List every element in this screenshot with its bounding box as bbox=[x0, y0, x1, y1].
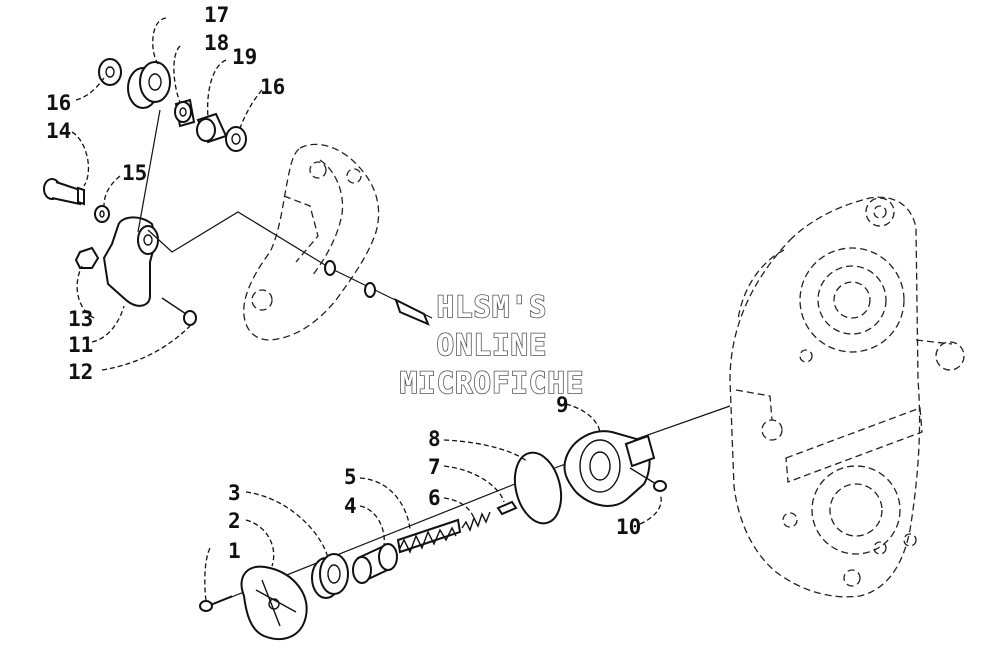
spring-6 bbox=[461, 511, 491, 532]
pin-upper bbox=[364, 282, 376, 298]
bolt-14 bbox=[43, 178, 85, 206]
watermark-line-3: MICROFICHE bbox=[400, 366, 585, 400]
dowel-upper bbox=[324, 260, 336, 276]
callout-12: 12 bbox=[68, 360, 93, 384]
bushing-18 bbox=[174, 98, 196, 128]
callout-9: 9 bbox=[556, 393, 569, 417]
sleeve-19 bbox=[196, 112, 228, 144]
roller-3 bbox=[311, 553, 349, 599]
chaincase-housing-left bbox=[243, 143, 380, 341]
bolt-10 bbox=[629, 467, 667, 492]
assembly-axis-upper bbox=[147, 211, 433, 319]
cap-2 bbox=[240, 565, 308, 641]
lock-washer-15 bbox=[94, 205, 110, 223]
plunger-4 bbox=[352, 543, 398, 584]
bolt-12 bbox=[161, 297, 197, 326]
callout-17: 17 bbox=[204, 3, 229, 27]
callout-7: 7 bbox=[428, 455, 441, 479]
callout-2: 2 bbox=[228, 509, 241, 533]
callout-4: 4 bbox=[344, 494, 357, 518]
callout-19: 19 bbox=[232, 45, 257, 69]
callout-5: 5 bbox=[344, 465, 357, 489]
bolt-1 bbox=[199, 595, 233, 612]
callout-13: 13 bbox=[68, 307, 93, 331]
roller-17 bbox=[127, 61, 171, 109]
watermark-line-1: HLSM'S bbox=[437, 290, 548, 324]
washer-16-left bbox=[98, 58, 122, 86]
callout-1: 1 bbox=[228, 539, 241, 563]
callout-16-right: 16 bbox=[260, 75, 285, 99]
callout-11: 11 bbox=[68, 333, 93, 357]
tensioner-housing-9 bbox=[563, 430, 656, 507]
o-ring-8 bbox=[513, 451, 563, 525]
pin-7 bbox=[496, 500, 518, 516]
callout-14: 14 bbox=[46, 119, 71, 143]
callout-15: 15 bbox=[122, 161, 147, 185]
callout-labels: 17 18 19 16 16 14 15 13 11 12 3 2 1 5 4 … bbox=[46, 3, 641, 563]
callout-16-left: 16 bbox=[46, 91, 71, 115]
spring-upper bbox=[394, 298, 430, 326]
callout-10: 10 bbox=[616, 515, 641, 539]
callout-8: 8 bbox=[428, 427, 441, 451]
callout-18: 18 bbox=[204, 31, 229, 55]
watermark-line-2: ONLINE bbox=[437, 328, 548, 362]
washer-16-right bbox=[225, 126, 247, 152]
callout-3: 3 bbox=[228, 481, 241, 505]
assembly-axis-roller bbox=[137, 109, 161, 233]
leader-lines bbox=[71, 17, 662, 601]
callout-6: 6 bbox=[428, 486, 441, 510]
watermark: HLSM'S ONLINE MICROFICHE bbox=[399, 289, 585, 401]
nut-13 bbox=[74, 246, 100, 269]
gearcase-housing-right bbox=[729, 196, 965, 598]
tensioner-arm-11 bbox=[102, 216, 159, 307]
